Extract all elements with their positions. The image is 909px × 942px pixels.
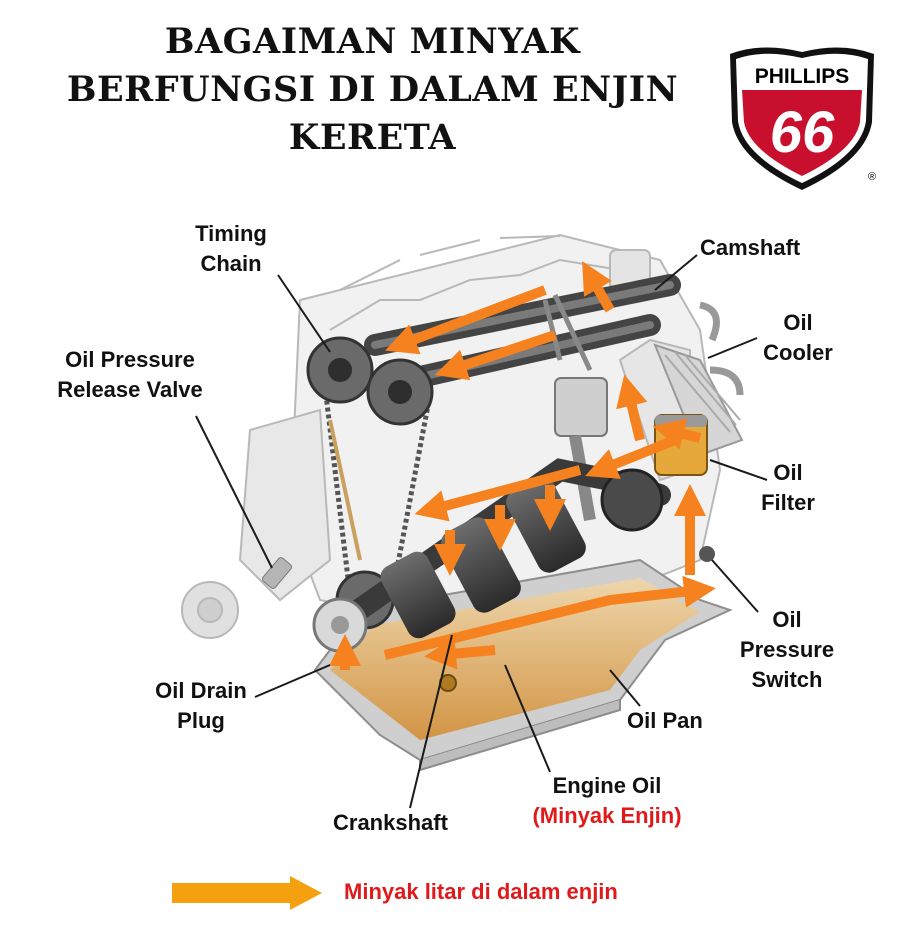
oil-flow-arrows: [328, 261, 716, 670]
label-oil-cooler: Oil Cooler: [763, 310, 833, 365]
leader-oil-pressure-switch: [711, 559, 759, 613]
label-oil-pan: Oil Pan: [627, 708, 703, 733]
label-oil-pressure-switch: Oil Pressure Switch: [739, 607, 835, 692]
title-line-2: BERFUNGSI DI DALAM ENJIN: [66, 69, 679, 110]
leader-oil-pan: [609, 669, 641, 707]
leader-oil-drain-plug: [254, 664, 331, 698]
flow-pan-right: [383, 575, 716, 660]
flow-cam-upper: [385, 285, 547, 355]
legend-arrow-icon: [172, 876, 322, 910]
leader-engine-oil: [504, 664, 551, 773]
logo-shield-red: [742, 90, 862, 176]
flow-gallery-left: [585, 435, 677, 479]
legend-text: Minyak litar di dalam enjin: [344, 879, 618, 904]
label-oil-filter: Oil Filter: [761, 460, 815, 515]
logo-number: 66: [770, 100, 835, 165]
flow-pan-left: [424, 637, 496, 670]
oil-pressure-switch: [699, 546, 715, 562]
flow-to-cam: [582, 261, 615, 313]
leader-oil-pressure-release-valve: [195, 415, 273, 569]
flow-cooler: [652, 418, 702, 450]
flow-cam-lower: [434, 330, 557, 381]
label-timing-chain: Timing Chain: [195, 221, 267, 276]
title-line-3: KERETA: [288, 117, 457, 158]
leader-oil-cooler: [707, 337, 758, 359]
leader-camshaft: [654, 254, 698, 291]
label-oil-pressure-release-valve: Oil Pressure Release Valve: [57, 347, 203, 402]
leader-crankshaft: [409, 634, 453, 809]
flow-filter-up: [616, 374, 648, 442]
leader-oil-filter: [709, 459, 768, 481]
phillips-66-logo: PHILLIPS 66 ®: [730, 47, 876, 190]
label-camshaft: Camshaft: [700, 235, 801, 260]
flow-gallery: [414, 465, 582, 522]
logo-brand: PHILLIPS: [755, 65, 850, 88]
leader-timing-chain: [277, 274, 331, 353]
oil-cooler: [653, 301, 744, 457]
label-engine-oil: Engine Oil (Minyak Enjin): [532, 773, 682, 828]
label-oil-drain-plug: Oil Drain Plug: [155, 678, 247, 733]
title-line-1: BAGAIMAN MINYAK: [164, 21, 581, 62]
page-title: BAGAIMAN MINYAK BERFUNGSI DI DALAM ENJIN…: [0, 18, 745, 162]
piston-assembly: [542, 293, 608, 522]
label-crankshaft: Crankshaft: [333, 810, 448, 835]
logo-registered-mark: ®: [868, 171, 876, 183]
leader-lines: [195, 254, 768, 809]
